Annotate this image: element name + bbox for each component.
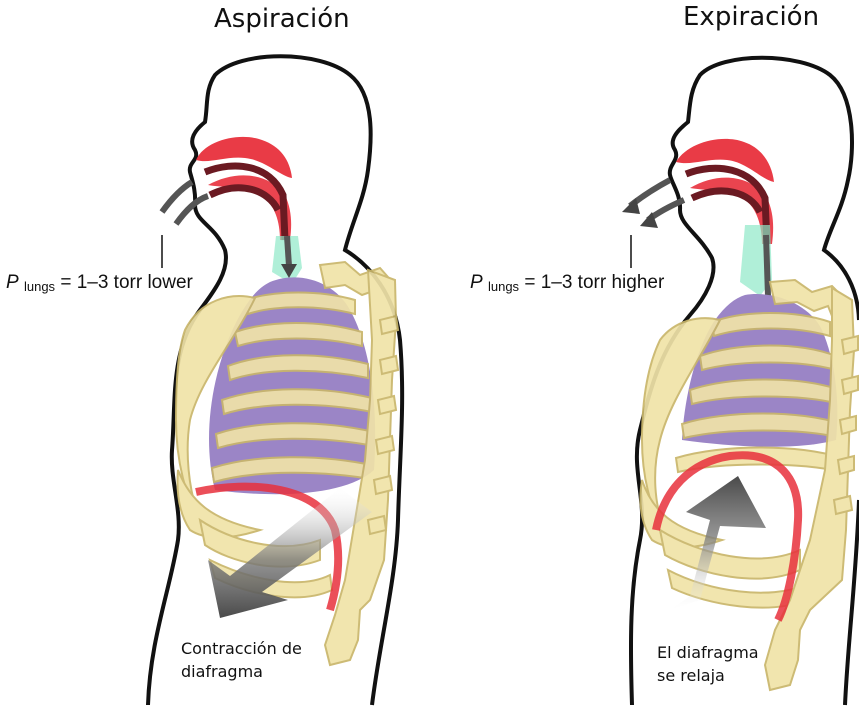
- spine: [323, 268, 398, 667]
- caption-line: El diafragma: [657, 643, 759, 662]
- exhalation-pressure-label: P lungs = 1–3 torr higher: [470, 272, 664, 294]
- pressure-value: = 1–3 torr higher: [519, 272, 665, 293]
- diaphragm: [652, 451, 803, 622]
- inhalation-title: Aspiración: [214, 4, 350, 34]
- inhalation-pressure-label: P lungs = 1–3 torr lower: [6, 272, 193, 294]
- nasal-cavity: [676, 138, 774, 182]
- pharynx: [690, 177, 774, 244]
- exhale-flow-tube: [763, 234, 771, 297]
- air-in-arrow: [173, 193, 210, 226]
- nasal-cavity: [196, 136, 292, 178]
- pressure-subscript: lungs: [487, 279, 520, 294]
- diaphragm-contraction-arrow: [208, 488, 372, 618]
- inhalation-panel: [146, 54, 405, 706]
- exhalation-panel: [622, 55, 859, 706]
- exhalation-caption: El diafragma se relaja: [657, 641, 759, 687]
- air-in-arrow: [159, 179, 194, 214]
- exhalation-title: Expiración: [683, 2, 820, 32]
- rib-cage: [174, 260, 400, 667]
- body-outline-back: [843, 499, 859, 706]
- body-outline: [146, 54, 405, 706]
- pressure-subscript: lungs: [23, 279, 56, 294]
- airway-tube-lower: [690, 187, 764, 214]
- airway-tube-lower: [208, 184, 282, 212]
- pressure-value: = 1–3 torr lower: [55, 272, 193, 293]
- caption-line: se relaja: [657, 666, 725, 685]
- caption-line: Contracción de: [181, 639, 302, 658]
- pressure-symbol: P: [470, 272, 483, 293]
- inhale-flow-arrowhead: [281, 264, 297, 278]
- caption-line: diafragma: [181, 662, 263, 681]
- diaphragm-relax-arrow: [670, 476, 766, 610]
- air-out-arrowhead: [622, 198, 640, 214]
- airway-tube: [684, 164, 771, 245]
- rib-cage: [639, 278, 859, 692]
- inhalation-caption: Contracción de diafragma: [181, 637, 302, 683]
- air-out-arrowhead: [640, 212, 658, 228]
- pressure-symbol: P: [6, 272, 19, 293]
- inhale-flow-arrow: [284, 235, 292, 267]
- airway-tube: [203, 162, 289, 241]
- pharynx: [208, 175, 292, 240]
- body-outline: [628, 55, 859, 706]
